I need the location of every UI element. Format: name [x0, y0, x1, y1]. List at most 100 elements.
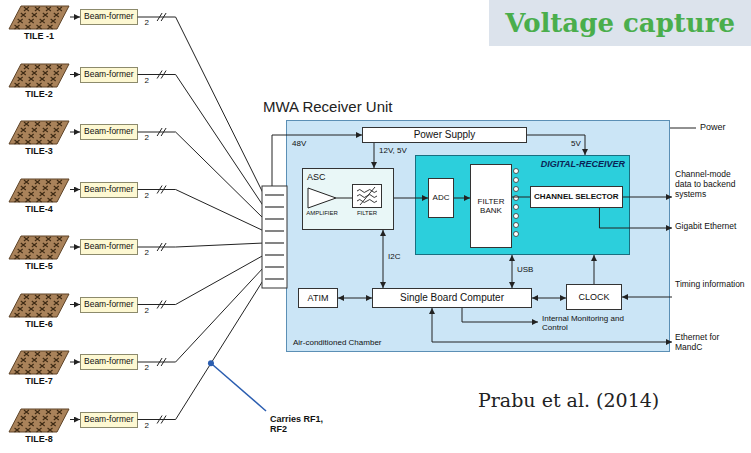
dipole-mark — [46, 295, 51, 299]
node-label: Beam-former — [84, 70, 134, 80]
dipole-mark — [32, 358, 37, 362]
asc-box: ASCAMPLIFIERFILTER — [302, 168, 394, 230]
dipole-mark — [40, 422, 45, 426]
dipole-mark — [35, 295, 40, 299]
filter-bank-tap — [514, 223, 519, 228]
connector — [512, 197, 530, 198]
filter-wave — [357, 190, 377, 193]
antenna-tile: TILE-4 — [8, 177, 70, 203]
dipole-mark — [43, 416, 48, 420]
filter-bank-tap — [514, 232, 519, 237]
filter-wave — [357, 200, 377, 203]
dipole-mark — [21, 186, 26, 190]
dipole-mark — [15, 25, 20, 29]
dipole-mark — [18, 192, 23, 196]
dipole-mark — [57, 180, 62, 184]
signal-name: Power — [700, 122, 726, 132]
dipole-mark — [46, 65, 51, 69]
connector — [338, 298, 372, 299]
dipole-mark — [37, 428, 42, 432]
dipole-mark — [43, 301, 48, 305]
dipole-mark — [37, 83, 42, 87]
dipole-mark — [29, 249, 34, 253]
filter-bank-tap — [514, 196, 519, 201]
dipole-mark — [21, 71, 26, 75]
tile-picture — [8, 177, 70, 203]
signal-name: Ethernet for MandC — [675, 333, 749, 353]
dipole-mark — [37, 255, 42, 259]
dipole-mark — [37, 370, 42, 374]
bus-width-label: 2 — [145, 421, 149, 430]
node-label: TILE-4 — [8, 204, 70, 214]
filter-bank-tap — [514, 205, 519, 210]
filter-bank-tap — [514, 214, 519, 219]
dipole-mark — [26, 370, 31, 374]
dipole-mark — [48, 313, 53, 317]
dipole-mark — [32, 186, 37, 190]
dipole-mark — [43, 13, 48, 17]
dipole-mark — [21, 13, 26, 17]
connector — [70, 132, 80, 133]
dipole-mark — [43, 71, 48, 75]
node-label: Beam-former — [84, 127, 134, 137]
dipole-mark — [54, 71, 59, 75]
node-label: TILE-3 — [8, 146, 70, 156]
amp-picture — [308, 188, 336, 208]
dipole-mark — [24, 352, 29, 356]
dipole-mark — [54, 186, 59, 190]
dipole-mark — [18, 19, 23, 23]
node-label: Beam-former — [84, 415, 134, 425]
dipole-mark — [54, 13, 59, 17]
dipole-mark — [15, 198, 20, 202]
connector — [70, 17, 80, 18]
dipole-mark — [15, 255, 20, 259]
connector — [336, 198, 352, 199]
dipole-mark — [15, 83, 20, 87]
channel-selector-box: CHANNEL SELECTOR — [530, 186, 623, 208]
bus-width-label: 2 — [145, 248, 149, 257]
connector — [532, 298, 566, 299]
tile-ground — [9, 121, 69, 144]
dipole-mark — [57, 237, 62, 241]
antenna-tile: TILE -1 — [8, 4, 70, 30]
amplifier-symbol: AMPLIFIER — [308, 188, 336, 208]
node-label: TILE-7 — [8, 376, 70, 386]
dipole-mark — [18, 249, 23, 253]
dipole-mark — [18, 307, 23, 311]
tile-ground — [9, 409, 69, 432]
dipole-mark — [51, 249, 56, 253]
connector-pins — [265, 195, 284, 279]
node-label: TILE-8 — [8, 434, 70, 444]
dipole-mark — [24, 7, 29, 11]
dipole-mark — [26, 140, 31, 144]
dipole-mark — [43, 358, 48, 362]
tile-picture — [8, 4, 70, 30]
tile-ground — [9, 64, 69, 87]
dipole-mark — [35, 7, 40, 11]
dipole-mark — [46, 410, 51, 414]
dipole-mark — [40, 77, 45, 81]
dipole-mark — [51, 192, 56, 196]
dipole-mark — [29, 422, 34, 426]
dipole-mark — [26, 198, 31, 202]
dipole-mark — [57, 65, 62, 69]
filter-slash — [360, 187, 375, 205]
dipole-mark — [48, 83, 53, 87]
voltage-label: 5V — [571, 139, 581, 148]
dipole-mark — [37, 25, 42, 29]
dipole-mark — [35, 65, 40, 69]
node-label: AMPLIFIER — [306, 210, 338, 217]
tile-picture — [8, 234, 70, 260]
beamformer-box: Beam-former — [80, 354, 138, 370]
dipole-mark — [26, 255, 31, 259]
connector — [454, 198, 470, 199]
dipole-mark — [15, 313, 20, 317]
dipole-mark — [26, 25, 31, 29]
power-supply-box: Power Supply — [362, 127, 527, 143]
beamformer-box: Beam-former — [80, 9, 138, 25]
filter-picture — [353, 185, 381, 207]
node-label: Beam-former — [84, 300, 134, 310]
dipole-mark — [57, 122, 62, 126]
dipole-mark — [46, 7, 51, 11]
dipole-mark — [37, 313, 42, 317]
